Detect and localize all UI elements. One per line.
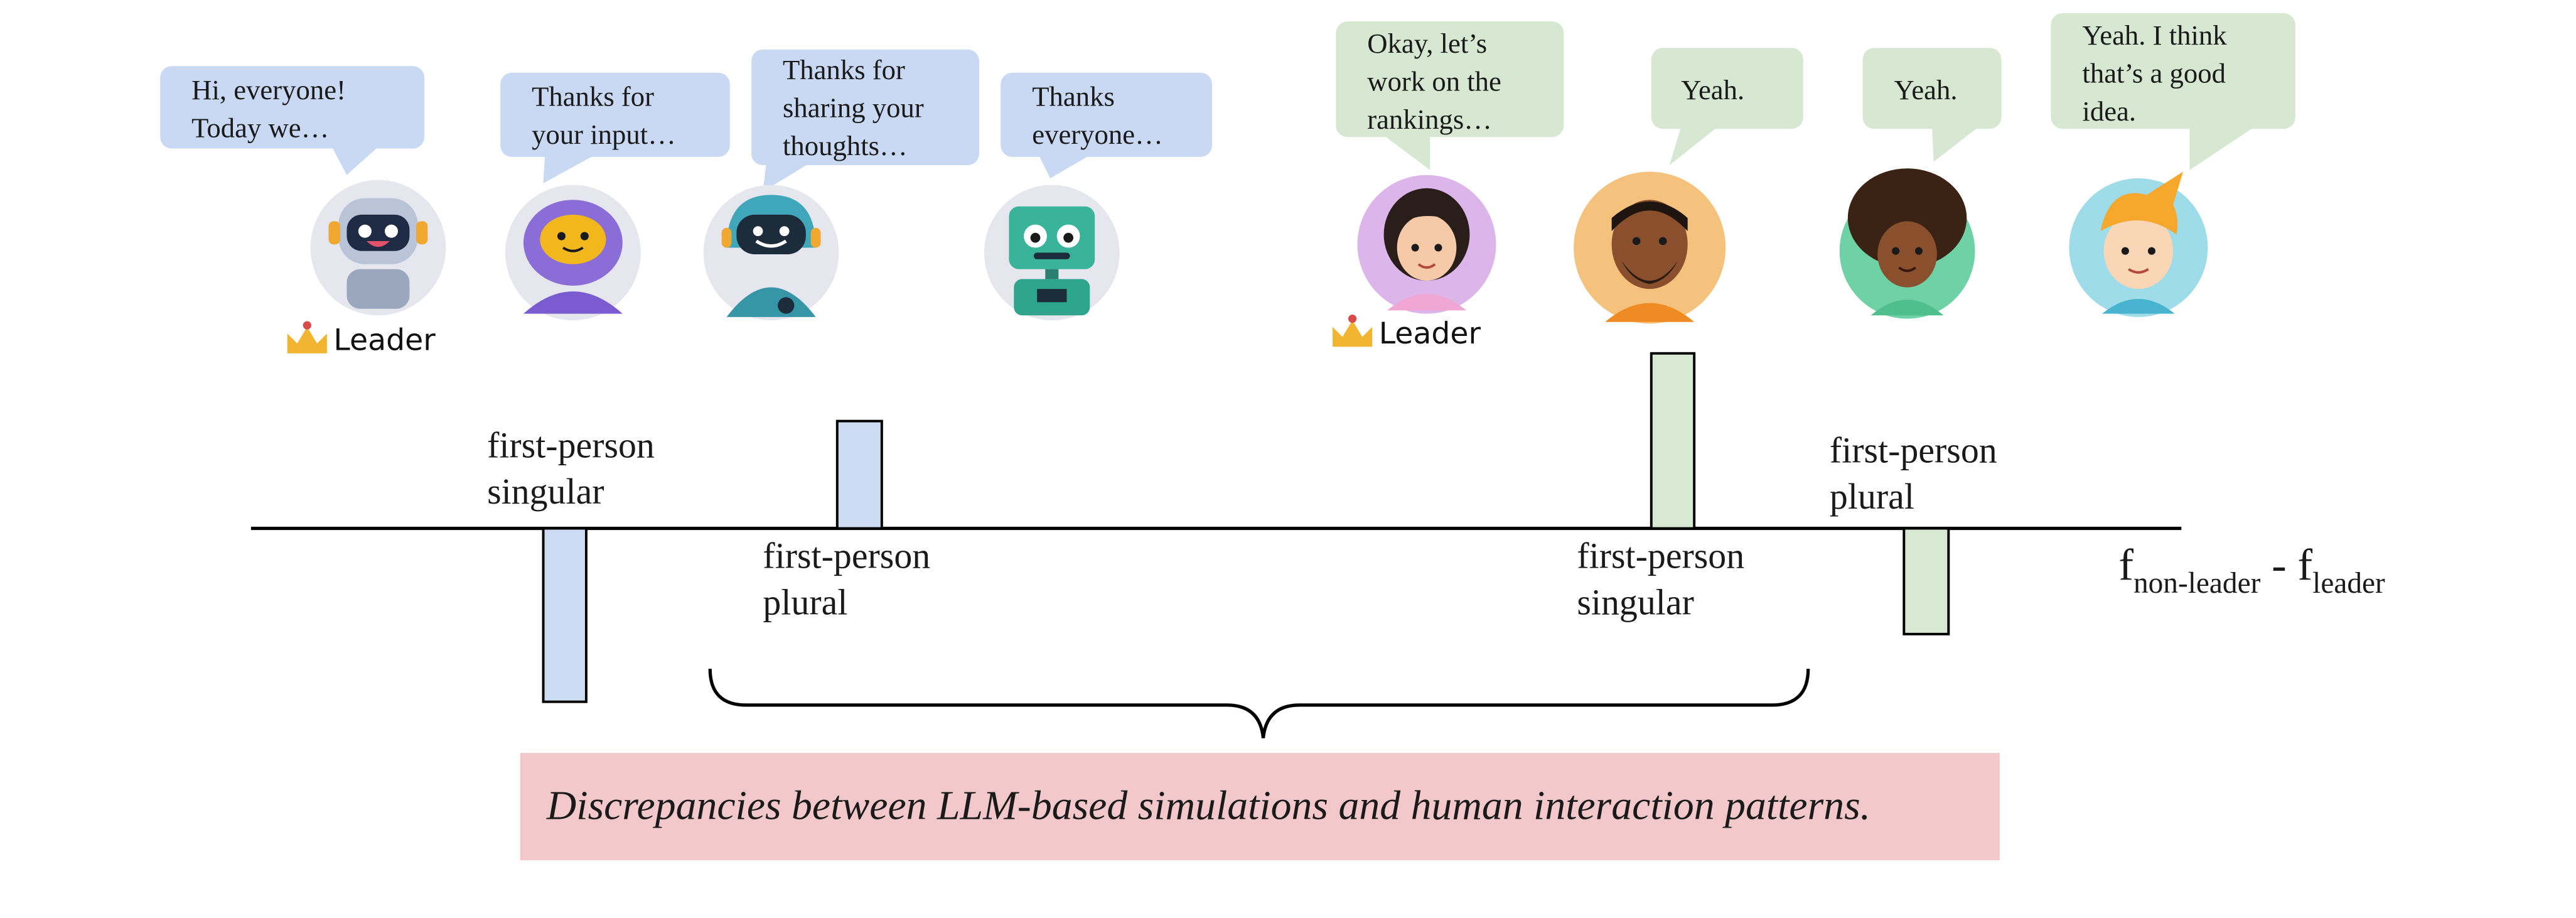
speech-bubble-llm-4: Thanks everyone… [1001, 72, 1213, 179]
bar-human-first-person-plural [1902, 527, 1950, 635]
bubble-line: rankings… [1367, 104, 1492, 135]
bubble-line: Yeah. I think [2082, 19, 2227, 51]
robot-avatar-leader [310, 180, 446, 316]
axis-label-f: f [2118, 541, 2133, 590]
bubble-line: Thanks [1032, 80, 1115, 112]
crown-icon [287, 321, 327, 354]
speech-bubble-llm-1: Hi, everyone! Today we… [160, 66, 425, 175]
axis-label: fnon-leader - fleader [2118, 541, 2385, 600]
axis-label-separator: - f [2260, 541, 2312, 590]
crown-icon [1333, 314, 1373, 347]
speech-bubble-human-4: Yeah. I think that’s a good idea. [2051, 13, 2295, 170]
green-robot-avatar [984, 185, 1120, 321]
bubble-line: that’s a good [2082, 57, 2225, 89]
girl-avatar-leader [1357, 175, 1496, 314]
bubble-line: Okay, let’s [1367, 28, 1487, 59]
bubble-line: Yeah. [1681, 74, 1744, 105]
leader-label: Leader [1379, 316, 1481, 351]
leader-label: Leader [333, 323, 436, 358]
bar-label-line: plural [763, 581, 847, 622]
teal-robot-avatar [703, 185, 839, 321]
bubble-line: work on the [1367, 66, 1501, 97]
bar-label-line: plural [1830, 476, 1914, 517]
bar-llm-first-person-plural [835, 419, 883, 530]
caption-box: Discrepancies between LLM-based simulati… [520, 753, 2000, 861]
speech-bubble-human-3: Yeah. [1862, 48, 2002, 162]
axis-label-sub-leader: leader [2312, 567, 2385, 600]
bubble-line: Thanks for [783, 54, 905, 85]
bubble-line: Thanks for [532, 80, 654, 112]
bar-label-line: singular [487, 471, 604, 512]
bar-label-line: first-person [487, 424, 655, 465]
bar-label-line: singular [1577, 581, 1693, 622]
bar-label-line: first-person [1577, 536, 1744, 576]
bubble-line: everyone… [1032, 119, 1163, 150]
curly-brace [708, 669, 1810, 738]
bubble-line: sharing your [783, 92, 924, 124]
caption-text: Discrepancies between LLM-based simulati… [546, 783, 1871, 828]
speech-bubble-human-2: Yeah. [1651, 48, 1803, 165]
bar-human-first-person-singular [1650, 352, 1696, 530]
bubble-line: thoughts… [783, 130, 908, 161]
bar-label-line: first-person [1830, 429, 1997, 470]
bubble-line: your input… [532, 119, 676, 150]
bubble-line: Hi, everyone! [191, 74, 346, 105]
bar-label-line: first-person [763, 536, 930, 576]
speech-bubble-llm-3: Thanks for sharing your thoughts… [751, 49, 980, 192]
speech-bubble-human-1: Okay, let’s work on the rankings… [1336, 21, 1564, 170]
bubble-line: Yeah. [1894, 74, 1958, 105]
blond-boy-avatar [2069, 171, 2208, 317]
purple-robot-avatar [505, 185, 641, 321]
bearded-man-avatar [1574, 171, 1726, 324]
bar-llm-first-person-singular [542, 527, 588, 703]
curly-hair-avatar [1839, 168, 1975, 319]
axis-label-sub-nonleader: non-leader [2133, 567, 2261, 600]
bubble-line: Today we… [191, 112, 329, 143]
speech-bubble-llm-2: Thanks for your input… [500, 72, 730, 183]
bubble-line: idea. [2082, 95, 2136, 127]
